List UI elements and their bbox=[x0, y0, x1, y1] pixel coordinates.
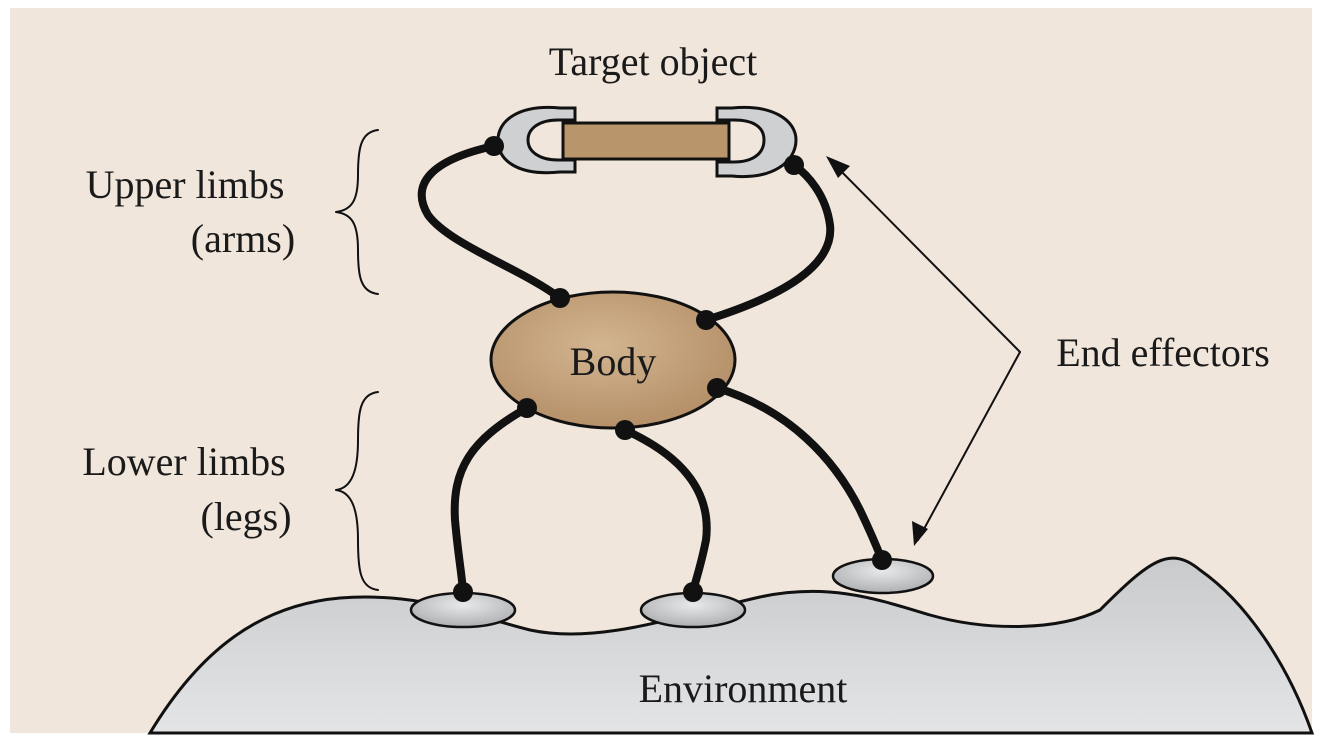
joint-middle-ankle bbox=[683, 582, 703, 602]
left-leg bbox=[450, 404, 531, 596]
target-object-bar bbox=[561, 121, 731, 161]
lower-limbs-brace bbox=[335, 391, 379, 591]
right-gripper bbox=[715, 105, 798, 179]
joint-right-shoulder bbox=[696, 310, 716, 330]
arrowhead-foot bbox=[912, 521, 928, 546]
upper-limbs-sublabel: (arms) bbox=[191, 216, 295, 261]
joint-left-hip bbox=[517, 398, 537, 418]
lower-limbs-label: Lower limbs bbox=[82, 439, 285, 484]
joint-middle-hip bbox=[615, 420, 635, 440]
right-leg bbox=[713, 384, 886, 564]
arrow-to-foot bbox=[917, 351, 1021, 541]
body-label: Body bbox=[570, 339, 657, 384]
middle-leg bbox=[621, 426, 711, 596]
joint-left-ankle bbox=[453, 582, 473, 602]
body-ellipse bbox=[489, 290, 737, 430]
target-object-label: Target object bbox=[549, 39, 758, 84]
upper-limbs-brace bbox=[335, 129, 379, 295]
lower-limbs-sublabel: (legs) bbox=[200, 494, 291, 539]
joint-right-hip bbox=[707, 378, 727, 398]
upper-limbs-label: Upper limbs bbox=[86, 162, 285, 207]
left-gripper bbox=[496, 105, 577, 175]
joint-left-shoulder bbox=[550, 288, 570, 308]
end-effectors-label: End effectors bbox=[1056, 330, 1270, 375]
joints bbox=[453, 136, 892, 602]
environment-label: Environment bbox=[639, 666, 848, 711]
arrowhead-gripper bbox=[826, 156, 850, 178]
end-effector-arrows bbox=[829, 159, 1021, 541]
joint-right-ankle bbox=[872, 550, 892, 570]
left-arm bbox=[417, 142, 564, 302]
joint-left-wrist bbox=[484, 136, 504, 156]
joint-right-wrist bbox=[784, 155, 804, 175]
environment-ground bbox=[147, 556, 1315, 735]
arrow-to-gripper bbox=[829, 159, 1021, 353]
right-arm bbox=[702, 161, 835, 324]
